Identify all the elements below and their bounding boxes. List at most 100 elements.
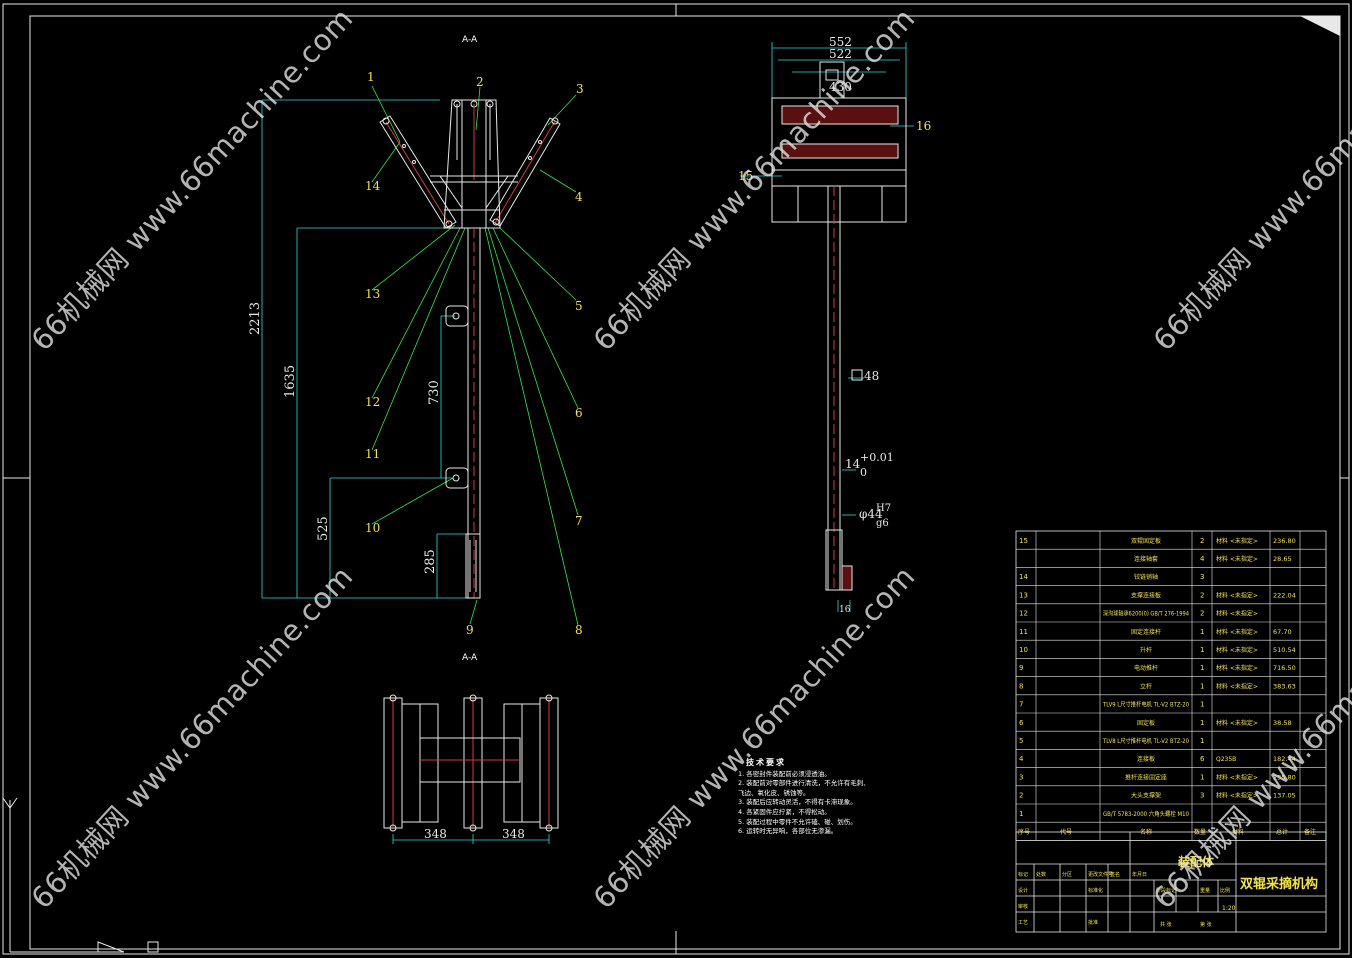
bom-row-name: 支撑连接板 [1131, 591, 1161, 599]
bom-row-name: 深沟球轴承6200(0) GB/T 276-1994 [1103, 610, 1189, 618]
tech-req-line: 3. 装配后应转动灵活，不得有卡滞现象。 [738, 798, 857, 807]
bom-row-material: 材料 <未指定> [1216, 719, 1258, 727]
bom-row-qty: 1 [1200, 773, 1204, 781]
fit-upper: H7 [876, 503, 891, 514]
bom-row-name: TLV9 L尺寸推杆电机 TL-V2 BTZ-20 [1102, 701, 1189, 709]
bom-row-material: 材料 <未指定> [1216, 792, 1258, 800]
bom-row-no: 11 [1019, 628, 1028, 636]
bom-row-qty: 2 [1200, 537, 1204, 545]
bom-row-qty: 3 [1200, 792, 1204, 800]
dim-525: 525 [316, 516, 331, 541]
tech-req-line: 6. 运转时无异响，各部位无渗漏。 [738, 827, 838, 836]
bom-row-material: 材料 <未指定> [1216, 773, 1258, 781]
dim-14: 14 [845, 457, 861, 471]
bom-row-weight: 67.70 [1273, 628, 1292, 636]
title-block-text: 装配体 双辊采摘机构 1:20 标记 处数 分区 更改文件号 签名 年月日 设计… [1018, 854, 1318, 928]
bom-row-no: 2 [1019, 792, 1023, 800]
dim-2213: 2213 [248, 302, 263, 335]
tech-req-line: 飞边、氧化皮、锈蚀等。 [738, 788, 810, 797]
drawing-title: 双辊采摘机构 [1240, 876, 1318, 892]
bom-row-weight: 235.80 [1273, 773, 1296, 781]
callout-2: 2 [476, 75, 484, 89]
drawing-frame [2, 3, 1350, 955]
bom-row-name: 连接轴套 [1134, 555, 1158, 563]
label-design: 设计 [1018, 887, 1028, 894]
bom-row-material: 材料 <未指定> [1216, 664, 1258, 672]
side-dimension-text: 552 522 430 48 14 +0.01 0 φ44 H7 g6 16 [829, 35, 894, 615]
bom-row-no: 7 [1019, 701, 1023, 709]
bom-row-material: 材料 <未指定> [1216, 646, 1258, 654]
label-stage: 阶段标记 [1156, 887, 1176, 894]
callout-4: 4 [575, 190, 583, 204]
callout-14: 14 [365, 179, 381, 193]
bom-row-weight: 510.54 [1273, 646, 1296, 654]
bom-row-name: GB/T 5783-2000 六角头螺栓 M10 [1103, 810, 1189, 818]
callout-3: 3 [576, 82, 584, 96]
callout-11: 11 [365, 447, 380, 461]
bom-row-name: 固定连接杆 [1131, 628, 1161, 636]
tech-req-line: 1. 各密封件装配前必须浸透油。 [738, 769, 831, 778]
label-craft: 工艺 [1018, 920, 1028, 926]
bom-row-qty: 1 [1200, 628, 1204, 636]
label-mark: 标记 [1018, 871, 1028, 878]
bom-row-weight: 137.05 [1273, 792, 1296, 800]
callout-6: 6 [575, 406, 583, 420]
label-wgt: 重量 [1200, 887, 1210, 894]
front-view: 2213 1635 730 525 285 1 2 3 [248, 70, 584, 637]
bom-row-material: 材料 <未指定> [1216, 682, 1258, 690]
bom-row-material: 材料 <未指定> [1216, 555, 1258, 563]
tol-lower: 0 [860, 466, 867, 479]
side-dimension-lines [740, 42, 914, 612]
bom-row-qty: 1 [1200, 719, 1204, 727]
bom-row-weight: 236.80 [1273, 537, 1296, 545]
label-sheet-total: 共 张 [1160, 921, 1172, 928]
tech-req-line: 2. 装配前对零部件进行清洗，不允许有毛刺、 [738, 779, 870, 788]
callout-15: 15 [738, 169, 753, 183]
tech-req-title: 技术要求 [746, 758, 786, 767]
bom-row-no: 3 [1019, 773, 1023, 781]
bom-row-weight: 28.65 [1273, 555, 1292, 563]
label-docno: 更改文件号 [1088, 871, 1113, 878]
front-mechanism [379, 99, 561, 599]
front-leader-lines [371, 85, 579, 626]
fit-lower: g6 [876, 518, 889, 529]
bom-row-weight: 383.63 [1273, 682, 1296, 690]
bom-row-no: 15 [1019, 537, 1028, 545]
bom-row-no: 1 [1019, 810, 1023, 818]
drawing-type: 装配体 [1177, 854, 1215, 869]
callout-8: 8 [575, 623, 583, 637]
bom-row-name: 电动推杆 [1134, 664, 1158, 672]
bom-row-name: TLV8 L尺寸推杆电机 TL-V2 BTZ-20 [1102, 737, 1189, 745]
title-block [1015, 831, 1327, 933]
bom-row-material: 材料 <未指定> [1216, 628, 1258, 636]
bom-row-no: 14 [1019, 573, 1028, 581]
scale-value: 1:20 [1222, 905, 1236, 912]
ucs-axis-icon [2, 797, 159, 953]
label-sheet-no: 第 张 [1200, 921, 1212, 928]
bom-row-material: 材料 <未指定> [1216, 610, 1258, 618]
front-dimension-lines [261, 99, 478, 599]
dim-348-right: 348 [502, 827, 525, 841]
label-date: 年月日 [1132, 871, 1147, 878]
section-mark-bottom: A-A [462, 653, 478, 663]
front-callouts: 1 2 3 4 5 6 7 8 9 10 11 12 13 14 [365, 70, 584, 637]
plan-geometry [383, 694, 559, 832]
bom-border [1015, 530, 1327, 841]
dim-285: 285 [423, 549, 438, 574]
label-standard: 标准化 [1088, 887, 1103, 894]
bom-row-material: 材料 <未指定> [1216, 591, 1258, 599]
bom-row-material: Q235B [1216, 756, 1236, 763]
bom-row-qty: 2 [1200, 591, 1204, 599]
bom-row-name: 大头支撑架 [1131, 792, 1161, 800]
square-symbol [851, 369, 863, 381]
plan-view: 348 348 [383, 694, 559, 844]
callout-10: 10 [365, 521, 380, 535]
technical-requirements: 技术要求 1. 各密封件装配前必须浸透油。 2. 装配前对零部件进行清洗，不允许… [738, 758, 888, 837]
bom-row-no: 9 [1019, 664, 1023, 672]
label-approve: 批准 [1088, 919, 1098, 926]
callout-1: 1 [367, 70, 375, 84]
bom-row-no: 12 [1019, 610, 1028, 618]
bom-row-name: 连接板 [1137, 755, 1155, 763]
label-ratio: 比例 [1220, 887, 1230, 894]
